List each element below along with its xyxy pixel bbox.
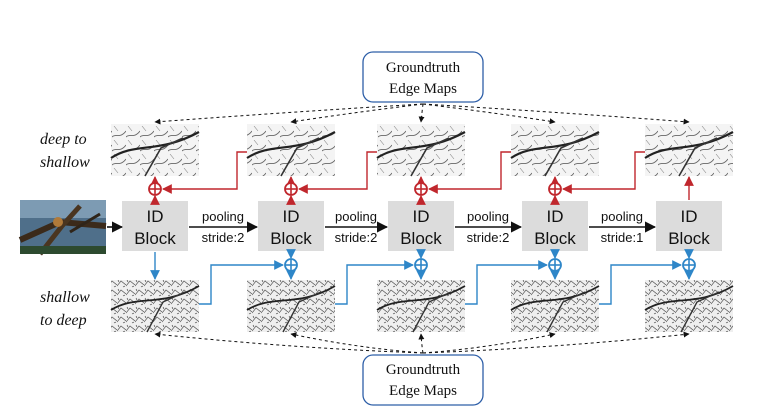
gt-dashed-arrow-bottom xyxy=(418,333,425,354)
edge-map-bottom-4 xyxy=(510,280,600,333)
blue-forward-arrow xyxy=(335,260,414,305)
gt-dashed-arrow-top xyxy=(290,103,424,125)
red-feedback-arrow xyxy=(428,151,511,194)
pooling-label: pooling xyxy=(601,209,643,224)
pooling-2: pooling stride:2 xyxy=(325,209,389,245)
blue-forward-arrow xyxy=(199,260,284,305)
id-block-1: ID Block xyxy=(122,201,188,251)
edge-map-bottom-2 xyxy=(246,280,336,333)
fusion-icon-blue-3 xyxy=(414,258,428,272)
red-feedback-arrow xyxy=(298,151,377,194)
red-feedback-arrow xyxy=(162,151,247,194)
deep-to-shallow-label-line1: deep to xyxy=(40,131,87,148)
gt-dashed-arrow-top xyxy=(418,103,425,123)
pooling-stride-label: stride:1 xyxy=(601,230,644,245)
fusion-icon-red-2 xyxy=(284,182,298,196)
edge-map-bottom-5 xyxy=(644,280,734,333)
id-block-label-line2: Block xyxy=(134,229,176,248)
id-block-label-line2: Block xyxy=(270,229,312,248)
pooling-stride-label: stride:2 xyxy=(335,230,378,245)
edge-map-top-3 xyxy=(376,124,466,177)
pooling-4: pooling stride:1 xyxy=(589,209,657,245)
blue-forward-arrow xyxy=(599,260,682,305)
red-feedback-arrow xyxy=(562,151,645,194)
edge-map-top-5 xyxy=(644,124,734,177)
fusion-icon-red-3 xyxy=(414,182,428,196)
gt-dashed-arrow-bottom xyxy=(422,332,556,354)
gt-dashed-arrow-bottom xyxy=(422,331,690,354)
groundtruth-top-line1: Groundtruth xyxy=(386,60,461,76)
groundtruth-top-box: Groundtruth Edge Maps xyxy=(362,51,484,103)
id-block-label-line1: ID xyxy=(283,207,300,226)
groundtruth-bottom-line1: Groundtruth xyxy=(386,362,461,378)
id-block-2: ID Block xyxy=(258,201,324,251)
id-block-label-line2: Block xyxy=(534,229,576,248)
groundtruth-bottom-line2: Edge Maps xyxy=(389,383,457,399)
fusion-icon-blue-4 xyxy=(548,258,562,272)
edge-map-top-1 xyxy=(110,124,200,177)
gt-dashed-arrow-bottom xyxy=(290,332,424,354)
edge-map-top-4 xyxy=(510,124,600,177)
fusion-icon-blue-2 xyxy=(284,258,298,272)
id-block-label-line2: Block xyxy=(400,229,442,248)
pooling-label: pooling xyxy=(335,209,377,224)
fusion-icon-red-4 xyxy=(548,182,562,196)
fusion-icon-blue-5 xyxy=(682,258,696,272)
blue-forward-arrow xyxy=(465,260,548,305)
edge-map-bottom-1 xyxy=(110,280,200,333)
deep-to-shallow-label-line2: shallow xyxy=(40,154,90,171)
gt-dashed-arrow-top xyxy=(422,103,690,125)
input-image xyxy=(18,200,107,256)
id-block-label-line1: ID xyxy=(681,207,698,226)
groundtruth-top-line2: Edge Maps xyxy=(389,81,457,97)
pooling-3: pooling stride:2 xyxy=(455,209,523,245)
id-block-5: ID Block xyxy=(656,201,722,251)
gt-dashed-arrow-top xyxy=(422,103,556,125)
pooling-stride-label: stride:2 xyxy=(202,230,245,245)
gt-dashed-arrow-bottom xyxy=(154,331,424,354)
edge-map-bottom-3 xyxy=(376,280,466,333)
id-block-3: ID Block xyxy=(388,201,454,251)
gt-dashed-arrow-top xyxy=(154,103,424,125)
id-block-label-line1: ID xyxy=(413,207,430,226)
fusion-icon-red-1 xyxy=(148,182,162,196)
shallow-to-deep-label-line1: shallow xyxy=(40,289,90,306)
pooling-label: pooling xyxy=(467,209,509,224)
id-block-label-line1: ID xyxy=(547,207,564,226)
id-block-label-line2: Block xyxy=(668,229,710,248)
pooling-1: pooling stride:2 xyxy=(189,209,259,245)
pooling-stride-label: stride:2 xyxy=(467,230,510,245)
groundtruth-bottom-box: Groundtruth Edge Maps xyxy=(362,354,484,406)
id-block-4: ID Block xyxy=(522,201,588,251)
shallow-to-deep-label-line2: to deep xyxy=(40,312,87,329)
pooling-label: pooling xyxy=(202,209,244,224)
id-block-label-line1: ID xyxy=(147,207,164,226)
edge-map-top-2 xyxy=(246,124,336,177)
